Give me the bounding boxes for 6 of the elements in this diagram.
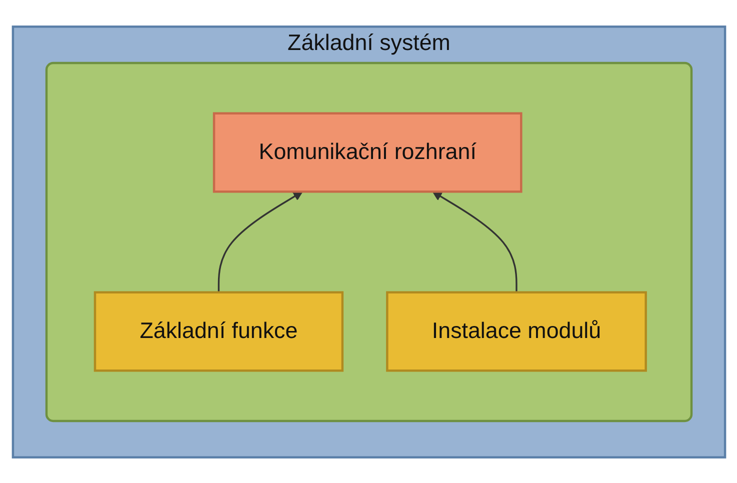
node-box: Instalace modulů bbox=[386, 290, 646, 372]
node-box: Komunikační rozhraní bbox=[212, 112, 522, 192]
cluster bbox=[44, 61, 692, 422]
arrow bbox=[217, 190, 302, 292]
node-box: Základní funkce bbox=[93, 290, 344, 372]
arrow bbox=[432, 190, 517, 292]
